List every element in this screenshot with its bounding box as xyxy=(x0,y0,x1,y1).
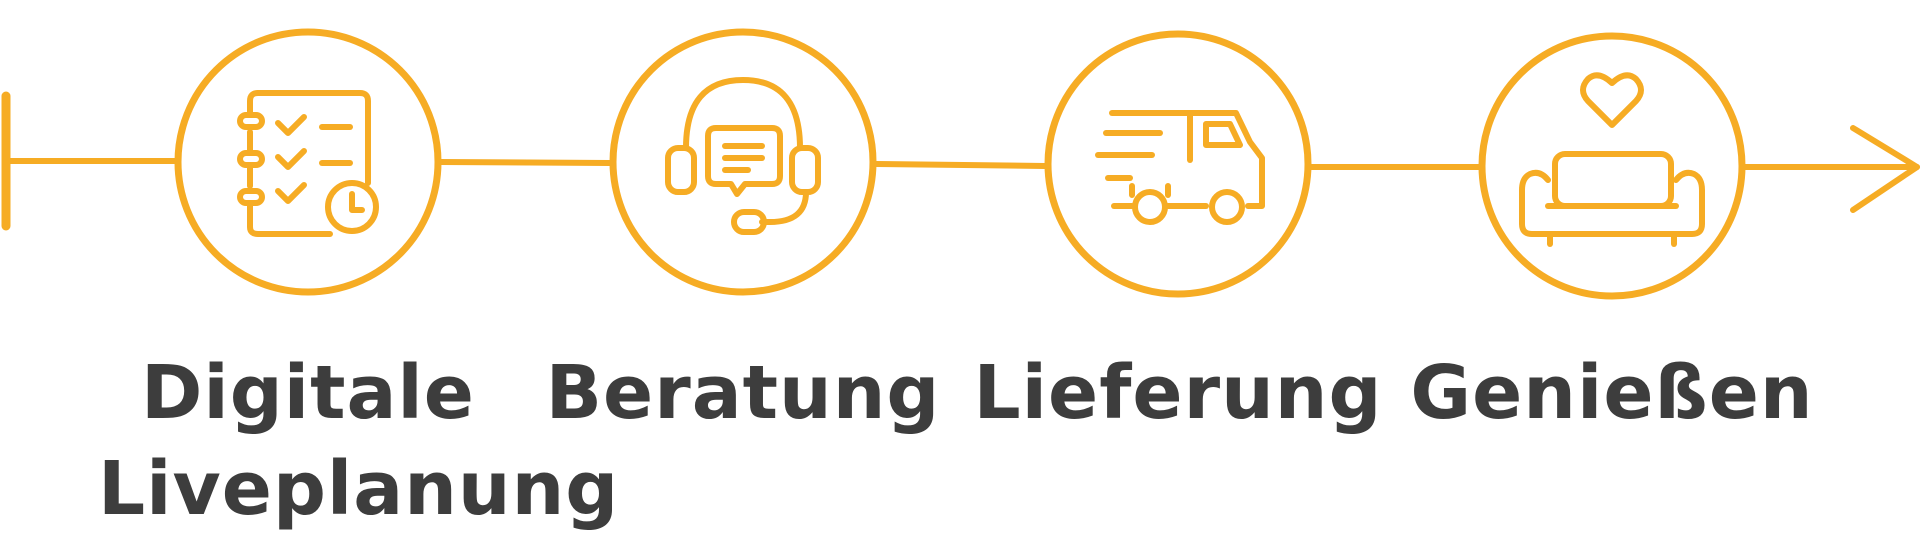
step-label-4: Genießen xyxy=(1402,345,1822,441)
step-label-2: Beratung xyxy=(533,345,953,441)
timeline-connector xyxy=(873,161,1048,169)
timeline-connector xyxy=(437,159,613,166)
step-label-line: Lieferung xyxy=(973,350,1383,436)
timeline-arrow-head xyxy=(1850,125,1920,213)
sofa-heart-icon xyxy=(1519,72,1705,247)
step-circle-3 xyxy=(1044,30,1312,298)
step-label-line: Genießen xyxy=(1410,350,1814,436)
step-label-3: Lieferung xyxy=(968,345,1388,441)
step-label-line: Digitale xyxy=(141,350,475,436)
step-label-line: Beratung xyxy=(545,350,941,436)
delivery-truck-icon xyxy=(1095,110,1265,225)
step-circle-2 xyxy=(609,28,877,296)
checklist-clipboard-icon xyxy=(237,90,379,237)
step-label-line: Liveplanung xyxy=(98,446,620,532)
headset-chat-icon xyxy=(665,77,821,235)
step-label-1: Digitale Liveplanung xyxy=(98,345,620,537)
step-circle-1 xyxy=(174,28,442,296)
step-circle-4 xyxy=(1478,32,1746,300)
